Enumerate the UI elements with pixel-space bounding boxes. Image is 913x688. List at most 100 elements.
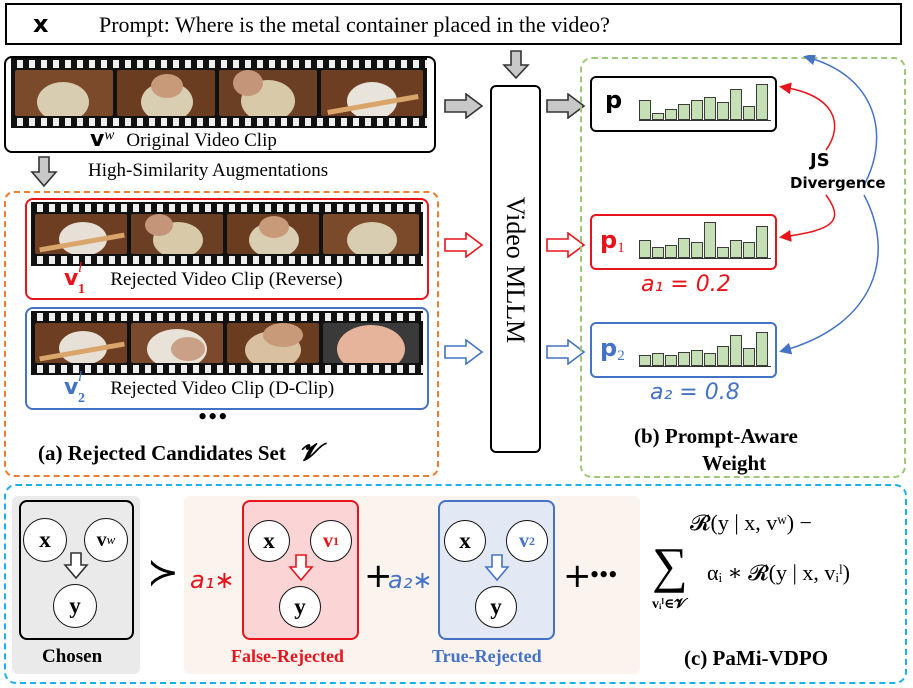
original-sup: w: [104, 127, 115, 144]
histogram-bar: [639, 355, 651, 366]
pami-vdpo-label: (c) PaMi-VDPO: [684, 646, 829, 670]
histogram-bar: [652, 247, 664, 258]
true-rejected-down-arrow: [484, 554, 510, 582]
distribution-p1-symbol-group: p1: [600, 226, 625, 257]
rejected-set-box: [4, 191, 439, 477]
chosen-v-sup: w: [106, 532, 116, 547]
rejected-2-sub: 2: [78, 391, 85, 406]
formula-right: αᵢ ∗ 𝓡(y | x, vᵢˡ): [707, 560, 850, 585]
chosen-y-node: y: [53, 584, 97, 628]
distribution-p1-box: [590, 214, 777, 270]
rejected-1-to-model-arrow: [444, 232, 484, 258]
histogram-bar: [678, 352, 690, 366]
rejected-1-sub: 1: [78, 282, 85, 297]
augment-label: High-Similarity Augmentations: [88, 160, 329, 181]
true-rejected-x-text: x: [459, 528, 471, 553]
prompt-line: Prompt: Where is the metal container pla…: [99, 12, 610, 38]
prompt-text: Where is the metal container placed in t…: [169, 12, 610, 37]
prompt-symbol: x: [33, 10, 49, 38]
model-to-p2-arrow: [546, 339, 586, 365]
pami-vdpo-box: [4, 484, 907, 684]
histogram-bar: [665, 109, 677, 120]
distribution-p-histogram: [639, 82, 771, 121]
histogram-bar: [665, 245, 677, 258]
histogram-bar: [691, 242, 703, 258]
prompt-aware-weight-box: [580, 57, 906, 478]
histogram-bar: [717, 346, 729, 366]
distribution-p2-sub: 2: [617, 348, 625, 365]
distribution-p2-box: [590, 322, 777, 378]
histogram-bar: [730, 89, 742, 120]
formula-under: vᵢˡ∈𝓥: [652, 597, 686, 612]
chosen-v-text: v: [96, 528, 107, 551]
rejected-2-film-strip: [31, 311, 423, 375]
true-rejected-y-text: y: [490, 594, 502, 619]
weight-label: Weight: [702, 451, 767, 475]
rejected-1-sup: l: [78, 260, 83, 276]
distribution-p1-histogram: [639, 220, 771, 259]
prompt-label: Prompt:: [99, 12, 170, 37]
histogram-bar: [743, 242, 755, 258]
histogram-bar: [652, 113, 664, 120]
rejected-1-caption-text: Rejected Video Clip (Reverse): [110, 269, 343, 290]
histogram-bar: [691, 100, 703, 120]
preference-symbol: ≻: [147, 550, 179, 594]
false-rejected-y-node: y: [279, 586, 321, 628]
chosen-label: Chosen: [42, 646, 103, 667]
rejected-2-box: [25, 307, 429, 410]
model-to-p-arrow: [546, 93, 586, 119]
chosen-box: [19, 500, 134, 640]
rejected-2-caption-text: Rejected Video Clip (D-Clip): [110, 378, 335, 399]
rejected-set-label: (a) Rejected Candidates Set 𝓥: [38, 440, 319, 467]
true-rejected-label: True-Rejected: [432, 646, 542, 666]
true-rejected-y-node: y: [475, 586, 517, 628]
histogram-bar: [730, 335, 742, 366]
histogram-bar: [704, 353, 716, 366]
prompt-box: x Prompt: Where is the metal container p…: [5, 3, 902, 45]
original-video-box: [4, 56, 436, 153]
histogram-bar: [704, 97, 716, 120]
distribution-p2-symbol: p: [600, 334, 618, 362]
rejected-2-sup: l: [78, 369, 83, 385]
false-rejected-v-text: v: [323, 529, 333, 552]
distribution-p1-sub: 1: [617, 240, 625, 257]
histogram-bar: [717, 102, 729, 120]
weight-a2: a₂ = 0.8: [650, 380, 740, 405]
distribution-p-box: [590, 76, 777, 132]
prompt-aware-label: (b) Prompt-Aware: [634, 424, 798, 448]
chosen-y-text: y: [69, 593, 81, 618]
rejected-set-symbol: 𝓥: [299, 440, 320, 466]
histogram-bar: [756, 226, 768, 258]
weight-a1: a₁ = 0.2: [641, 272, 731, 297]
rejected-1-box: [25, 198, 429, 300]
rejected-set-label-text: (a) Rejected Candidates Set: [38, 441, 286, 465]
plus-1: +: [364, 556, 393, 596]
chosen-x-text: x: [39, 527, 51, 552]
plus-2: +: [563, 556, 592, 596]
formula-top: 𝓡(y | x, vʷ) −: [690, 510, 812, 535]
chosen-down-arrow: [63, 552, 89, 580]
histogram-bar: [678, 104, 690, 120]
true-rejected-v-text: v: [519, 529, 529, 552]
histogram-bar: [743, 348, 755, 366]
true-rejected-x-node: x: [444, 520, 486, 562]
divergence-label: Divergence: [790, 174, 886, 192]
histogram-bar: [756, 84, 768, 120]
video-mllm-box: [490, 85, 541, 453]
coef-a2: a₂∗: [388, 566, 433, 594]
histogram-bar: [665, 355, 677, 366]
histogram-bar: [756, 332, 768, 366]
distribution-p-symbol: p: [605, 86, 623, 114]
false-rejected-label: False-Rejected: [231, 646, 344, 666]
histogram-bar: [639, 240, 651, 258]
true-rejected-v-sub: 2: [529, 533, 535, 548]
false-rejected-x-text: x: [263, 528, 275, 553]
false-rejected-x-node: x: [248, 520, 290, 562]
video-mllm-label: Video MLLM: [501, 196, 530, 344]
rejected-2-symbol: v: [64, 375, 79, 400]
js-label: JS: [810, 150, 830, 171]
